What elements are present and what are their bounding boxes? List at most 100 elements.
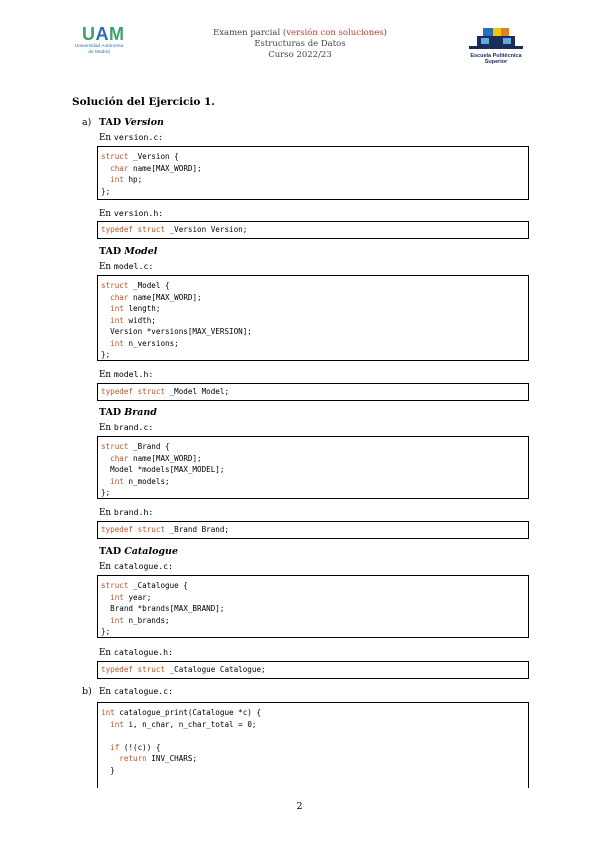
- code-block-catalogue-h: typedef struct _Catalogue Catalogue;: [97, 661, 529, 679]
- code-text: }: [101, 765, 115, 775]
- code-text: name[MAX_WORD];: [128, 163, 202, 173]
- code-line: struct _Brand {: [101, 441, 528, 453]
- tad-version-heading: TAD Version: [99, 117, 164, 128]
- code-line: if (!(c)) {: [101, 742, 528, 754]
- code-keyword: struct: [101, 152, 129, 161]
- code-keyword: struct: [101, 581, 129, 590]
- course-name: Estructuras de Datos: [254, 39, 346, 49]
- code-text: (!(c)) {: [119, 742, 161, 752]
- code-line: struct _Catalogue {: [101, 580, 528, 592]
- code-keyword: struct: [101, 281, 129, 290]
- code-line: int n_brands;: [101, 615, 528, 627]
- code-text: i, n_char, n_char_total = 0;: [123, 719, 257, 729]
- code-block-model-h: typedef struct _Model Model;: [97, 383, 529, 401]
- code-block-brand-c: struct _Brand { char name[MAX_WORD]; Mod…: [97, 436, 529, 499]
- code-line: };: [101, 186, 528, 198]
- code-keyword: int: [110, 338, 124, 348]
- code-line: int catalogue_print(Catalogue *c) {: [101, 707, 528, 719]
- code-text: _Model {: [128, 281, 170, 290]
- code-keyword: return: [119, 754, 147, 763]
- code-block-version-c: struct _Version { char name[MAX_WORD]; i…: [97, 146, 529, 200]
- code-text: Brand *brands[MAX_BRAND];: [101, 604, 225, 613]
- code-line: Brand *brands[MAX_BRAND];: [101, 603, 528, 615]
- code-block-version-h: typedef struct _Version Version;: [97, 221, 529, 239]
- code-text: [101, 743, 110, 752]
- catalogue-c-caption: En catalogue.c:: [99, 561, 174, 572]
- code-keyword: typedef struct: [101, 665, 166, 674]
- code-text: [101, 720, 110, 729]
- code-text: width;: [123, 315, 156, 325]
- code-keyword: int: [101, 708, 115, 717]
- code-text: _Version {: [128, 152, 179, 161]
- code-line: };: [101, 487, 528, 499]
- code-line: Model *models[MAX_MODEL];: [101, 464, 528, 476]
- part-b-marker: b): [82, 686, 92, 697]
- code-text: [101, 304, 110, 313]
- code-keyword: if: [110, 742, 120, 752]
- code-keyword: typedef struct: [101, 525, 166, 534]
- code-keyword: int: [110, 719, 124, 729]
- exam-title: Examen parcial (versión con soluciones): [213, 28, 387, 38]
- code-text: _Version Version;: [165, 225, 248, 234]
- code-text: [101, 175, 110, 184]
- code-text: year;: [123, 592, 152, 602]
- code-line: }: [101, 765, 528, 777]
- code-line: [101, 776, 528, 788]
- code-line: int n_models;: [101, 476, 528, 488]
- code-block-model-c: struct _Model { char name[MAX_WORD]; int…: [97, 275, 529, 361]
- eps-logo-icon: [469, 28, 523, 49]
- code-line: char name[MAX_WORD];: [101, 453, 528, 465]
- code-text: };: [101, 186, 111, 196]
- brand-c-caption: En brand.c:: [99, 422, 154, 433]
- brand-h-caption: En brand.h:: [99, 507, 154, 518]
- code-keyword: typedef struct: [101, 225, 166, 234]
- tad-brand-heading: TAD Brand: [99, 407, 157, 418]
- code-text: [101, 316, 110, 325]
- code-keyword: int: [110, 175, 124, 184]
- code-text: _Catalogue {: [128, 581, 188, 590]
- code-keyword: char: [110, 163, 129, 173]
- code-text: [101, 754, 119, 763]
- version-h-caption: En version.h:: [99, 208, 164, 219]
- code-text: [101, 454, 110, 463]
- code-line: Version *versions[MAX_VERSION];: [101, 326, 528, 338]
- code-text: INV_CHARS;: [146, 754, 198, 763]
- code-line: typedef struct _Version Version;: [101, 224, 528, 236]
- code-text: _Catalogue Catalogue;: [165, 665, 266, 674]
- code-block-catalogue-print: int catalogue_print(Catalogue *c) { int …: [97, 702, 529, 788]
- code-line: return INV_CHARS;: [101, 753, 528, 765]
- exam-header-text: Examen parcial (versión con soluciones) …: [150, 28, 450, 61]
- code-keyword: char: [110, 453, 129, 463]
- code-text: [101, 593, 110, 602]
- code-keyword: int: [110, 615, 124, 625]
- code-line: struct _Model {: [101, 280, 528, 292]
- code-line: int width;: [101, 315, 528, 327]
- code-line: int hp;: [101, 174, 528, 186]
- code-text: hp;: [123, 175, 143, 184]
- code-text: n_brands;: [123, 615, 170, 625]
- code-text: };: [101, 350, 111, 359]
- code-line: int year;: [101, 592, 528, 604]
- code-text: _Model Model;: [165, 387, 230, 396]
- code-line: [101, 730, 528, 742]
- part-a-marker: a): [82, 117, 92, 128]
- code-keyword: int: [110, 315, 124, 325]
- page-number: 2: [296, 801, 303, 812]
- code-keyword: int: [110, 476, 124, 486]
- code-line: typedef struct _Catalogue Catalogue;: [101, 664, 528, 676]
- section-title: Solución del Ejercicio 1.: [72, 96, 215, 108]
- code-text: };: [101, 627, 111, 636]
- code-text: _Brand Brand;: [165, 525, 230, 534]
- code-line: };: [101, 349, 528, 361]
- code-line: };: [101, 626, 528, 638]
- course-year: Curso 2022/23: [268, 50, 332, 60]
- code-text: };: [101, 488, 111, 497]
- code-line: struct _Version {: [101, 151, 528, 163]
- code-block-brand-h: typedef struct _Brand Brand;: [97, 521, 529, 539]
- code-text: Model *models[MAX_MODEL];: [101, 465, 225, 474]
- catalogue-h-caption: En catalogue.h:: [99, 647, 174, 658]
- code-text: Version *versions[MAX_VERSION];: [101, 327, 252, 336]
- code-keyword: char: [110, 292, 129, 302]
